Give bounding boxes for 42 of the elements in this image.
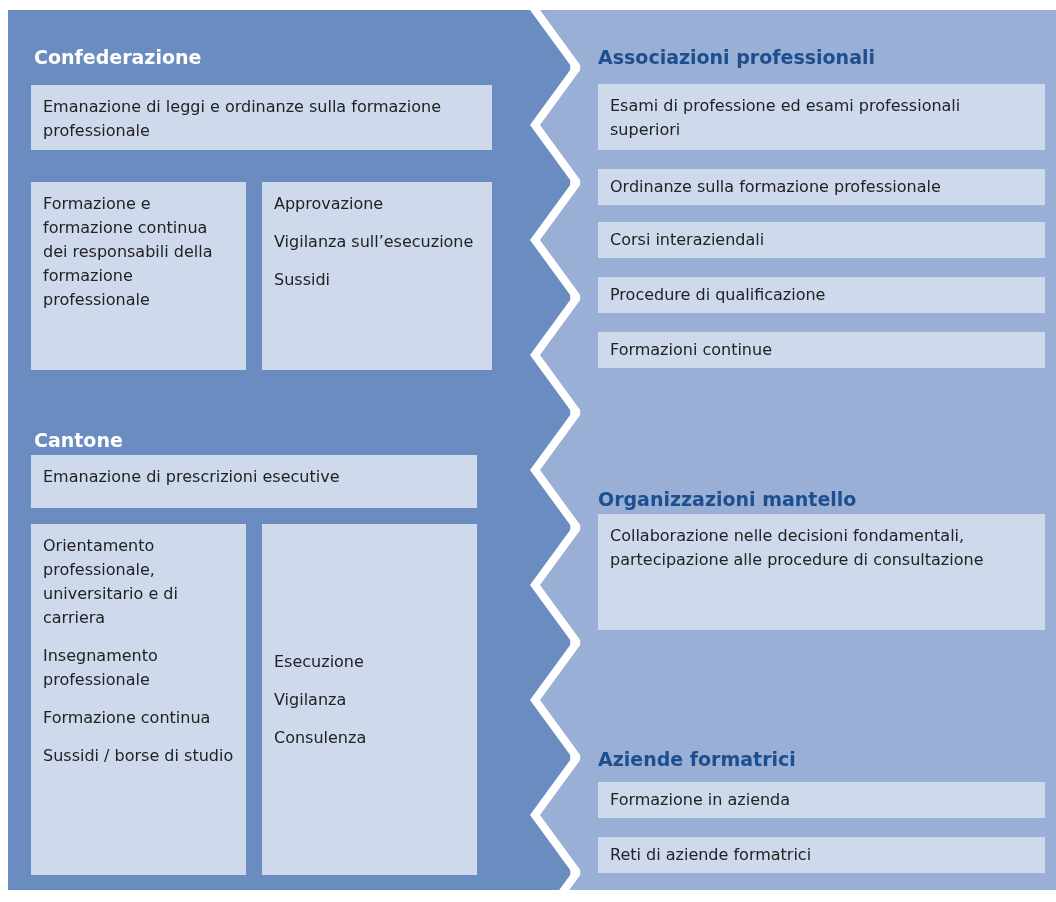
section-heading: Associazioni professionali [598,45,875,69]
text-box [262,182,492,370]
section-heading: Aziende formatrici [598,747,796,771]
section-heading: Confederazione [34,45,202,69]
text-box [598,169,1045,205]
text-box [598,782,1045,818]
box-text: Formazioni continue [610,339,773,361]
box-text: Vigilanza sull’esecuzione [274,231,475,253]
box-text: Procedure di qualificazione [610,284,827,306]
text-box [598,277,1045,313]
text-box [31,455,477,508]
panel-background [582,10,1056,890]
box-text: Emanazione di prescrizioni esecutive [43,466,341,488]
box-text: Sussidi / borse di studio [43,745,234,767]
box-text: Formazione e formazione continua dei responsabili della formazione professionale [43,193,214,311]
panel-background [8,10,530,890]
box-text: Insegnamento professionale [43,645,159,691]
box-text: Orientamento professionale, universitario e di carriera [43,535,179,629]
box-text: Esami di professione ed esami professionali superiori [610,95,962,141]
box-text: Consulenza [274,726,368,749]
text-box [598,222,1045,258]
text-box [598,514,1045,630]
box-text: Collaborazione nelle decisioni fondamentali, partecipazione alle procedure di consultazione [610,525,985,571]
box-text: Formazione in azienda [610,789,792,811]
box-text: Approvazione [274,193,385,215]
box-text: Formazione continua [43,707,212,729]
text-box [31,85,492,150]
text-box [31,182,246,370]
box-text: Ordinanze sulla formazione professionale [610,176,942,198]
text-box [598,84,1045,150]
text-box [598,837,1045,873]
section-heading: Organizzazioni mantello [598,487,857,511]
box-text: Reti di aziende formatrici [610,844,813,866]
box-text: Emanazione di leggi e ordinanze sulla formazione professionale [43,96,442,142]
text-box [31,524,246,875]
box-text: Sussidi [274,269,331,291]
text-box [598,332,1045,368]
text-box [262,524,477,875]
box-text: Corsi interaziendali [610,229,766,251]
section-heading: Cantone [34,428,123,452]
box-text: Vigilanza [274,688,348,711]
box-text: Esecuzione [274,650,365,673]
